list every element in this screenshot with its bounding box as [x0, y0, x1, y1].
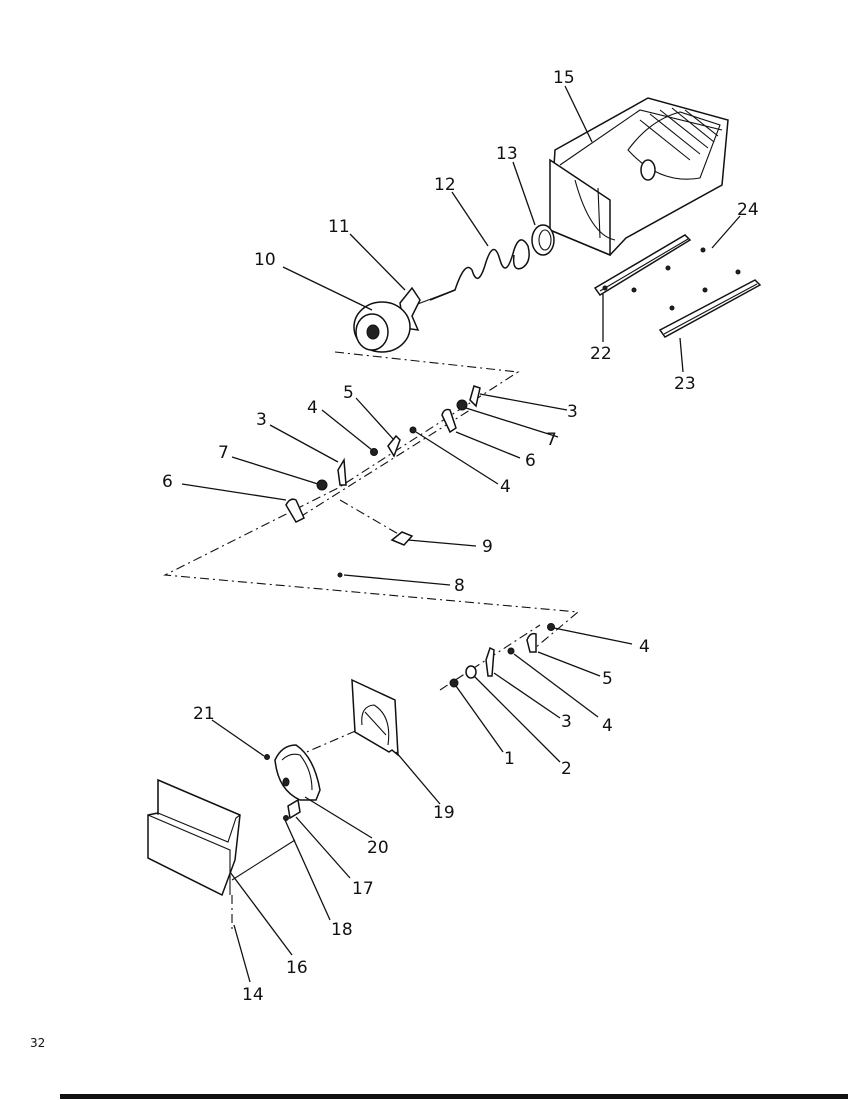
callout-2: 2 [561, 759, 572, 779]
auger-ring-part-13 [531, 224, 555, 256]
callout-3: 3 [561, 712, 572, 732]
callout-20: 20 [367, 838, 389, 858]
callout-4: 4 [307, 398, 318, 418]
leader-lines [181, 85, 741, 983]
auger-spiral-part-12 [414, 239, 530, 306]
callout-17: 17 [352, 879, 374, 899]
callout-1: 1 [504, 749, 515, 769]
ice-bin-grid [639, 107, 719, 161]
callout-4: 4 [639, 637, 650, 657]
callout-4: 4 [500, 477, 511, 497]
callout-8: 8 [454, 576, 465, 596]
page-number: 32 [30, 1036, 46, 1050]
callout-5: 5 [343, 383, 354, 403]
callout-labels: 1 2 3 3 3 4 4 4 4 5 5 6 6 7 7 8 9 10 11 … [162, 68, 759, 1005]
rail-part-22 [593, 234, 692, 297]
callout-3: 3 [256, 410, 267, 430]
mounting-plate-part-19 [351, 678, 399, 757]
shaft-hardware-lower [449, 623, 555, 688]
chute-housing-part-20 [264, 744, 321, 801]
callout-6: 6 [162, 472, 173, 492]
callout-4: 4 [602, 716, 613, 736]
bottom-rule [60, 1094, 848, 1099]
callout-7: 7 [218, 443, 229, 463]
crusher-hardware [285, 385, 481, 578]
callout-11: 11 [328, 217, 350, 237]
callout-18: 18 [331, 920, 353, 940]
callout-9: 9 [482, 537, 493, 557]
callout-6: 6 [525, 451, 536, 471]
callout-3: 3 [567, 402, 578, 422]
callout-21: 21 [193, 704, 215, 724]
callout-24: 24 [737, 200, 759, 220]
callout-23: 23 [674, 374, 696, 394]
callout-22: 22 [590, 344, 612, 364]
callout-14: 14 [242, 985, 264, 1005]
callout-7: 7 [546, 430, 557, 450]
door-parts-17-18 [283, 798, 301, 821]
auger-drum-part-10 [353, 301, 411, 353]
callout-19: 19 [433, 803, 455, 823]
callout-16: 16 [286, 958, 308, 978]
callout-12: 12 [434, 175, 456, 195]
ice-bin-part-15 [549, 97, 729, 257]
rail-part-23 [658, 279, 762, 338]
callout-5: 5 [602, 669, 613, 689]
front-cover-part-16 [147, 778, 241, 897]
callout-15: 15 [553, 68, 575, 88]
callout-13: 13 [496, 144, 518, 164]
screws-part-24 [631, 247, 741, 311]
callout-10: 10 [254, 250, 276, 270]
